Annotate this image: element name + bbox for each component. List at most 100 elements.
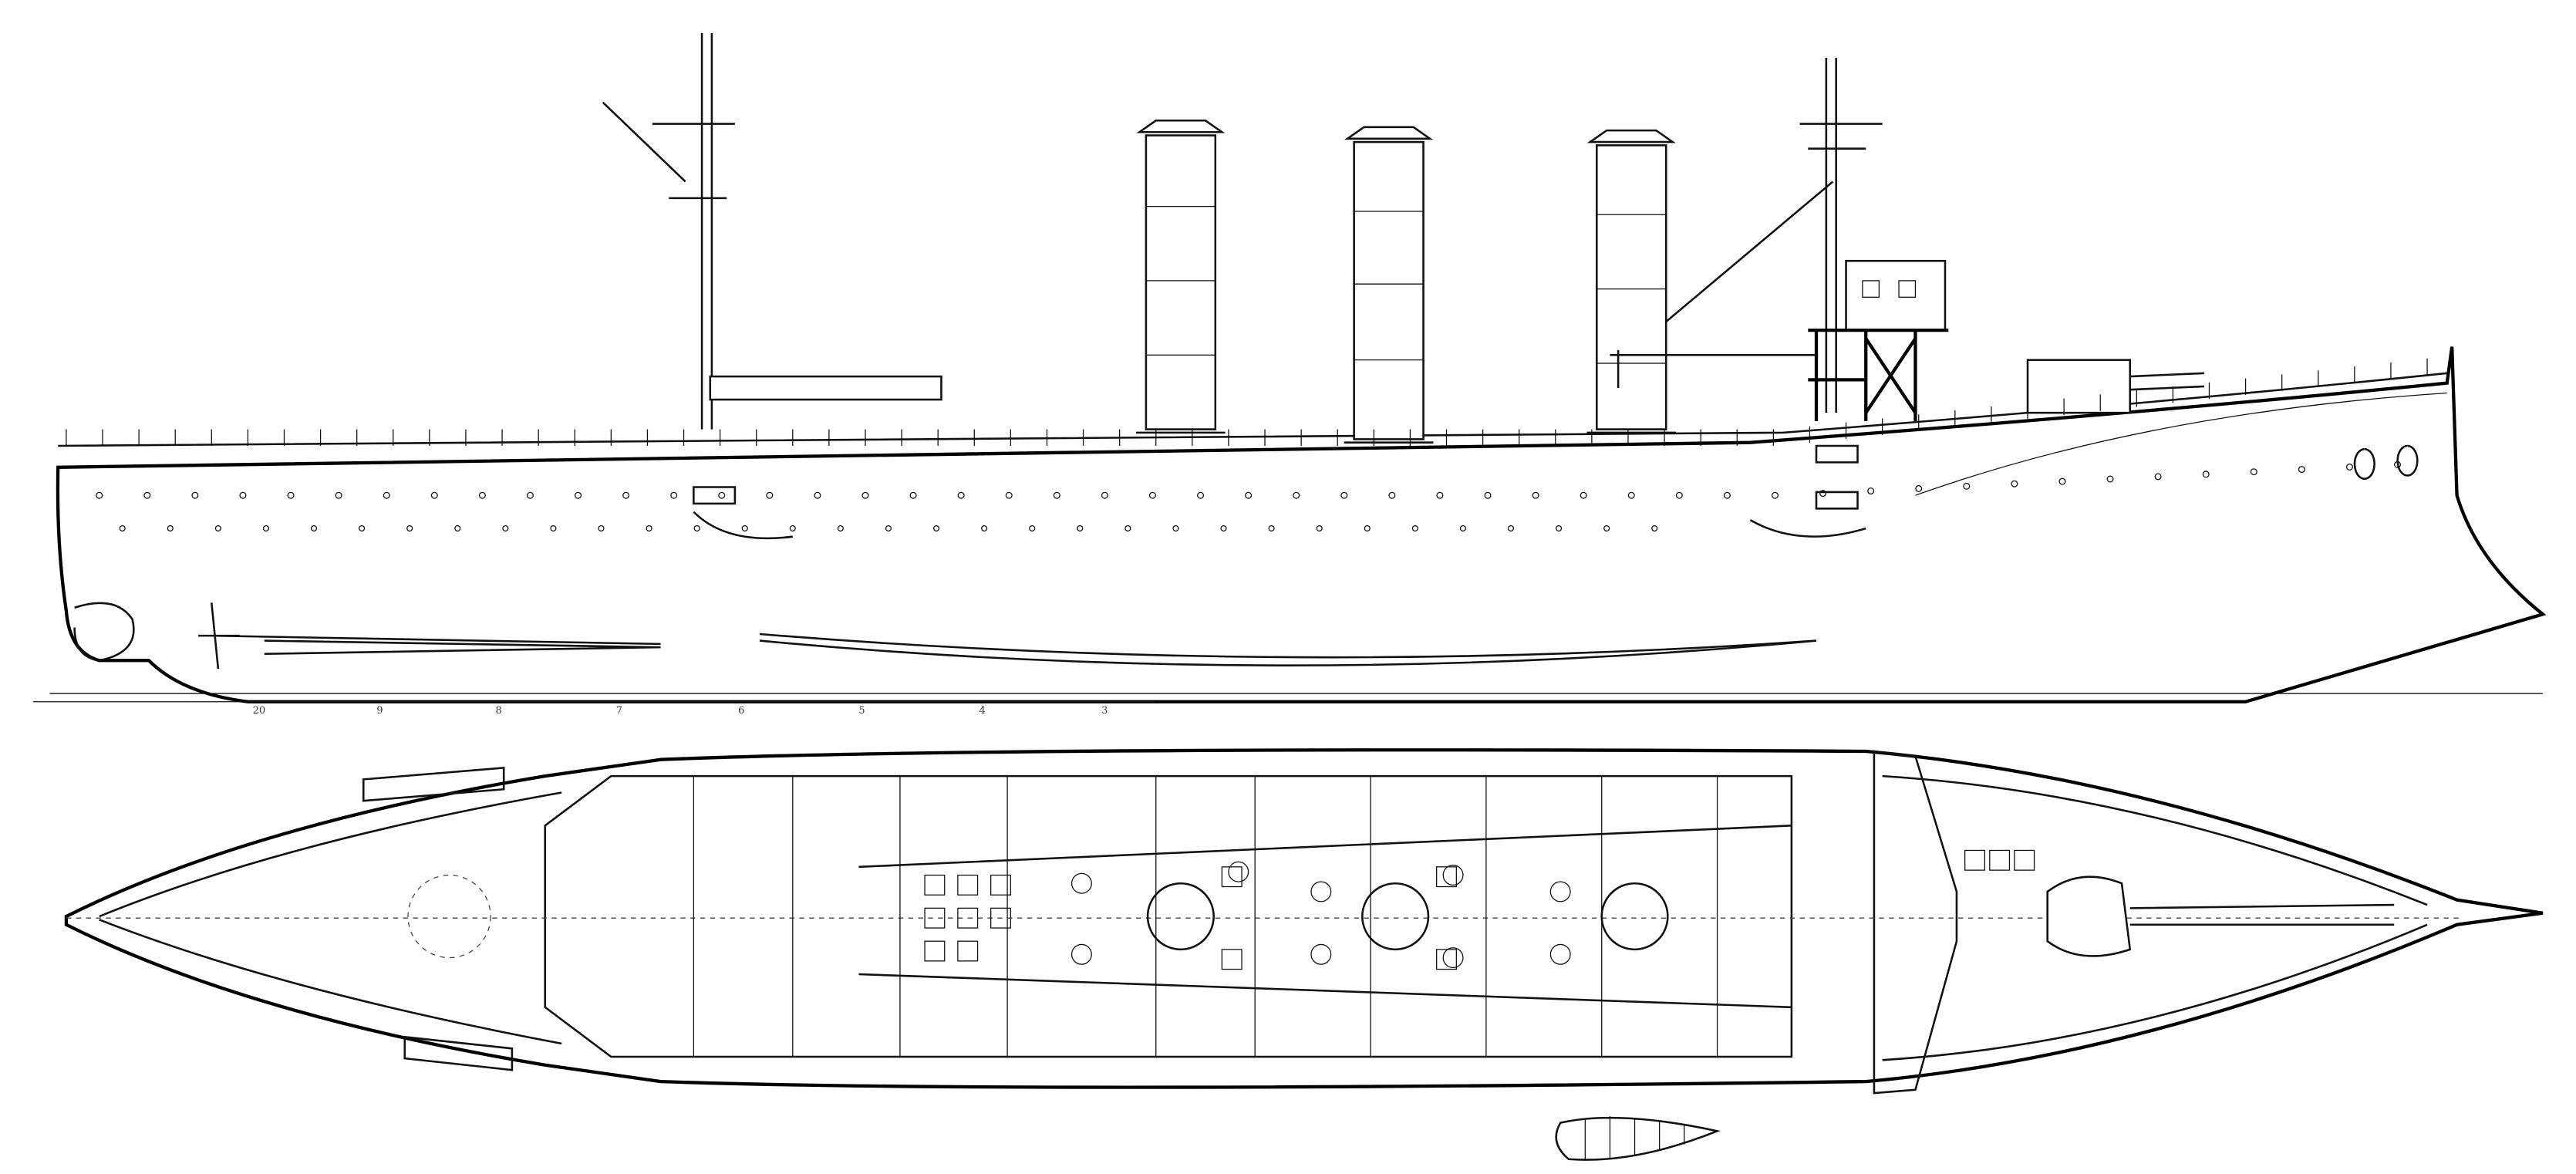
porthole	[1172, 525, 1179, 532]
deck-hatch	[1436, 866, 1457, 888]
deck-fittings	[693, 776, 2035, 1058]
porthole	[932, 525, 940, 532]
porthole	[670, 491, 678, 499]
forward-turret	[2026, 359, 2132, 414]
deck-hatch	[990, 874, 1012, 896]
porthole	[143, 491, 151, 499]
deck-hatch	[1964, 849, 1985, 871]
scale-bar: 20 9 8 7 6 5 4 3	[33, 701, 1156, 717]
porthole	[718, 491, 726, 499]
portholes	[96, 460, 2402, 532]
main-mast	[602, 32, 735, 430]
plan-view	[64, 748, 2544, 1161]
porthole	[2202, 471, 2210, 478]
forward-gun-plan	[2129, 903, 2395, 926]
porthole	[119, 525, 126, 532]
ship-boat	[1555, 1116, 1721, 1161]
deck-hatch	[1989, 849, 2011, 871]
profile-hull	[56, 346, 2547, 703]
scale-label: 8	[495, 705, 501, 717]
porthole	[2298, 466, 2305, 474]
porthole	[646, 525, 652, 532]
porthole	[1580, 491, 1587, 499]
ventilator	[1442, 865, 1464, 886]
porthole	[622, 491, 630, 499]
deck-hatch	[957, 907, 979, 929]
scale-label: 9	[376, 705, 383, 717]
porthole	[1723, 491, 1731, 499]
forecastle-break	[1873, 750, 1958, 1095]
fore-mast	[1626, 57, 1883, 413]
ventilator	[1549, 943, 1571, 965]
scale-label: 20	[253, 705, 265, 717]
deck-hatch	[1221, 949, 1242, 970]
porthole	[1077, 525, 1084, 532]
porthole	[167, 525, 174, 532]
forward-turret-plan	[2046, 875, 2132, 957]
superstructure-outline	[544, 774, 1793, 1058]
ladder-aft-bottom	[403, 1035, 514, 1071]
deck-hatch	[2014, 849, 2035, 871]
deck-railing	[66, 358, 2428, 446]
porthole	[1029, 525, 1036, 532]
porthole	[1316, 525, 1323, 532]
deck-hatch	[924, 874, 946, 896]
porthole	[454, 525, 461, 532]
ventilator	[1310, 943, 1332, 965]
bilge-keel-main	[759, 633, 1817, 666]
ventilator	[1228, 861, 1249, 882]
porthole	[789, 525, 796, 532]
porthole	[1388, 491, 1396, 499]
porthole	[861, 491, 869, 499]
porthole	[1507, 525, 1515, 532]
porthole	[406, 525, 413, 532]
porthole	[1436, 491, 1444, 499]
porthole	[1268, 525, 1275, 532]
plan-hull	[64, 748, 2544, 1089]
ventilator	[1071, 943, 1092, 965]
porthole	[478, 491, 486, 499]
profile-view: 20 9 8 7 6 5 4 3	[33, 32, 2547, 717]
porthole	[1364, 525, 1371, 532]
funnel-uptakes	[1146, 882, 1669, 951]
stern-rudder	[73, 602, 135, 662]
porthole	[1555, 525, 1563, 532]
porthole	[1340, 491, 1348, 499]
porthole	[1771, 491, 1779, 499]
gangway	[858, 825, 1792, 1009]
scale-label: 7	[616, 705, 622, 717]
deck-hatch	[957, 940, 979, 962]
porthole	[1245, 491, 1253, 499]
funnel-1	[1145, 134, 1217, 430]
porthole	[837, 525, 844, 532]
porthole	[335, 491, 342, 499]
porthole	[1963, 482, 1971, 490]
casemate-guns	[693, 444, 1859, 510]
porthole	[741, 525, 748, 532]
porthole	[1459, 525, 1466, 532]
porthole	[239, 491, 247, 499]
porthole	[1293, 491, 1300, 499]
funnels	[1136, 119, 1677, 444]
porthole	[2058, 477, 2066, 485]
porthole	[383, 491, 390, 499]
porthole	[814, 491, 821, 499]
porthole	[1627, 491, 1635, 499]
crane	[1610, 349, 1817, 389]
scale-label: 4	[979, 705, 986, 717]
porthole	[2250, 468, 2257, 476]
scale-label: 6	[738, 705, 744, 717]
porthole	[1484, 491, 1492, 499]
deck-hatch	[924, 940, 946, 962]
porthole	[262, 525, 270, 532]
porthole	[598, 525, 605, 532]
porthole	[1220, 525, 1227, 532]
porthole	[2011, 480, 2018, 487]
sheer-line	[1915, 392, 2447, 496]
scale-label: 3	[1101, 705, 1108, 717]
torpedo-nets	[693, 511, 1866, 540]
porthole	[310, 525, 318, 532]
porthole	[214, 525, 221, 532]
porthole	[1675, 491, 1683, 499]
